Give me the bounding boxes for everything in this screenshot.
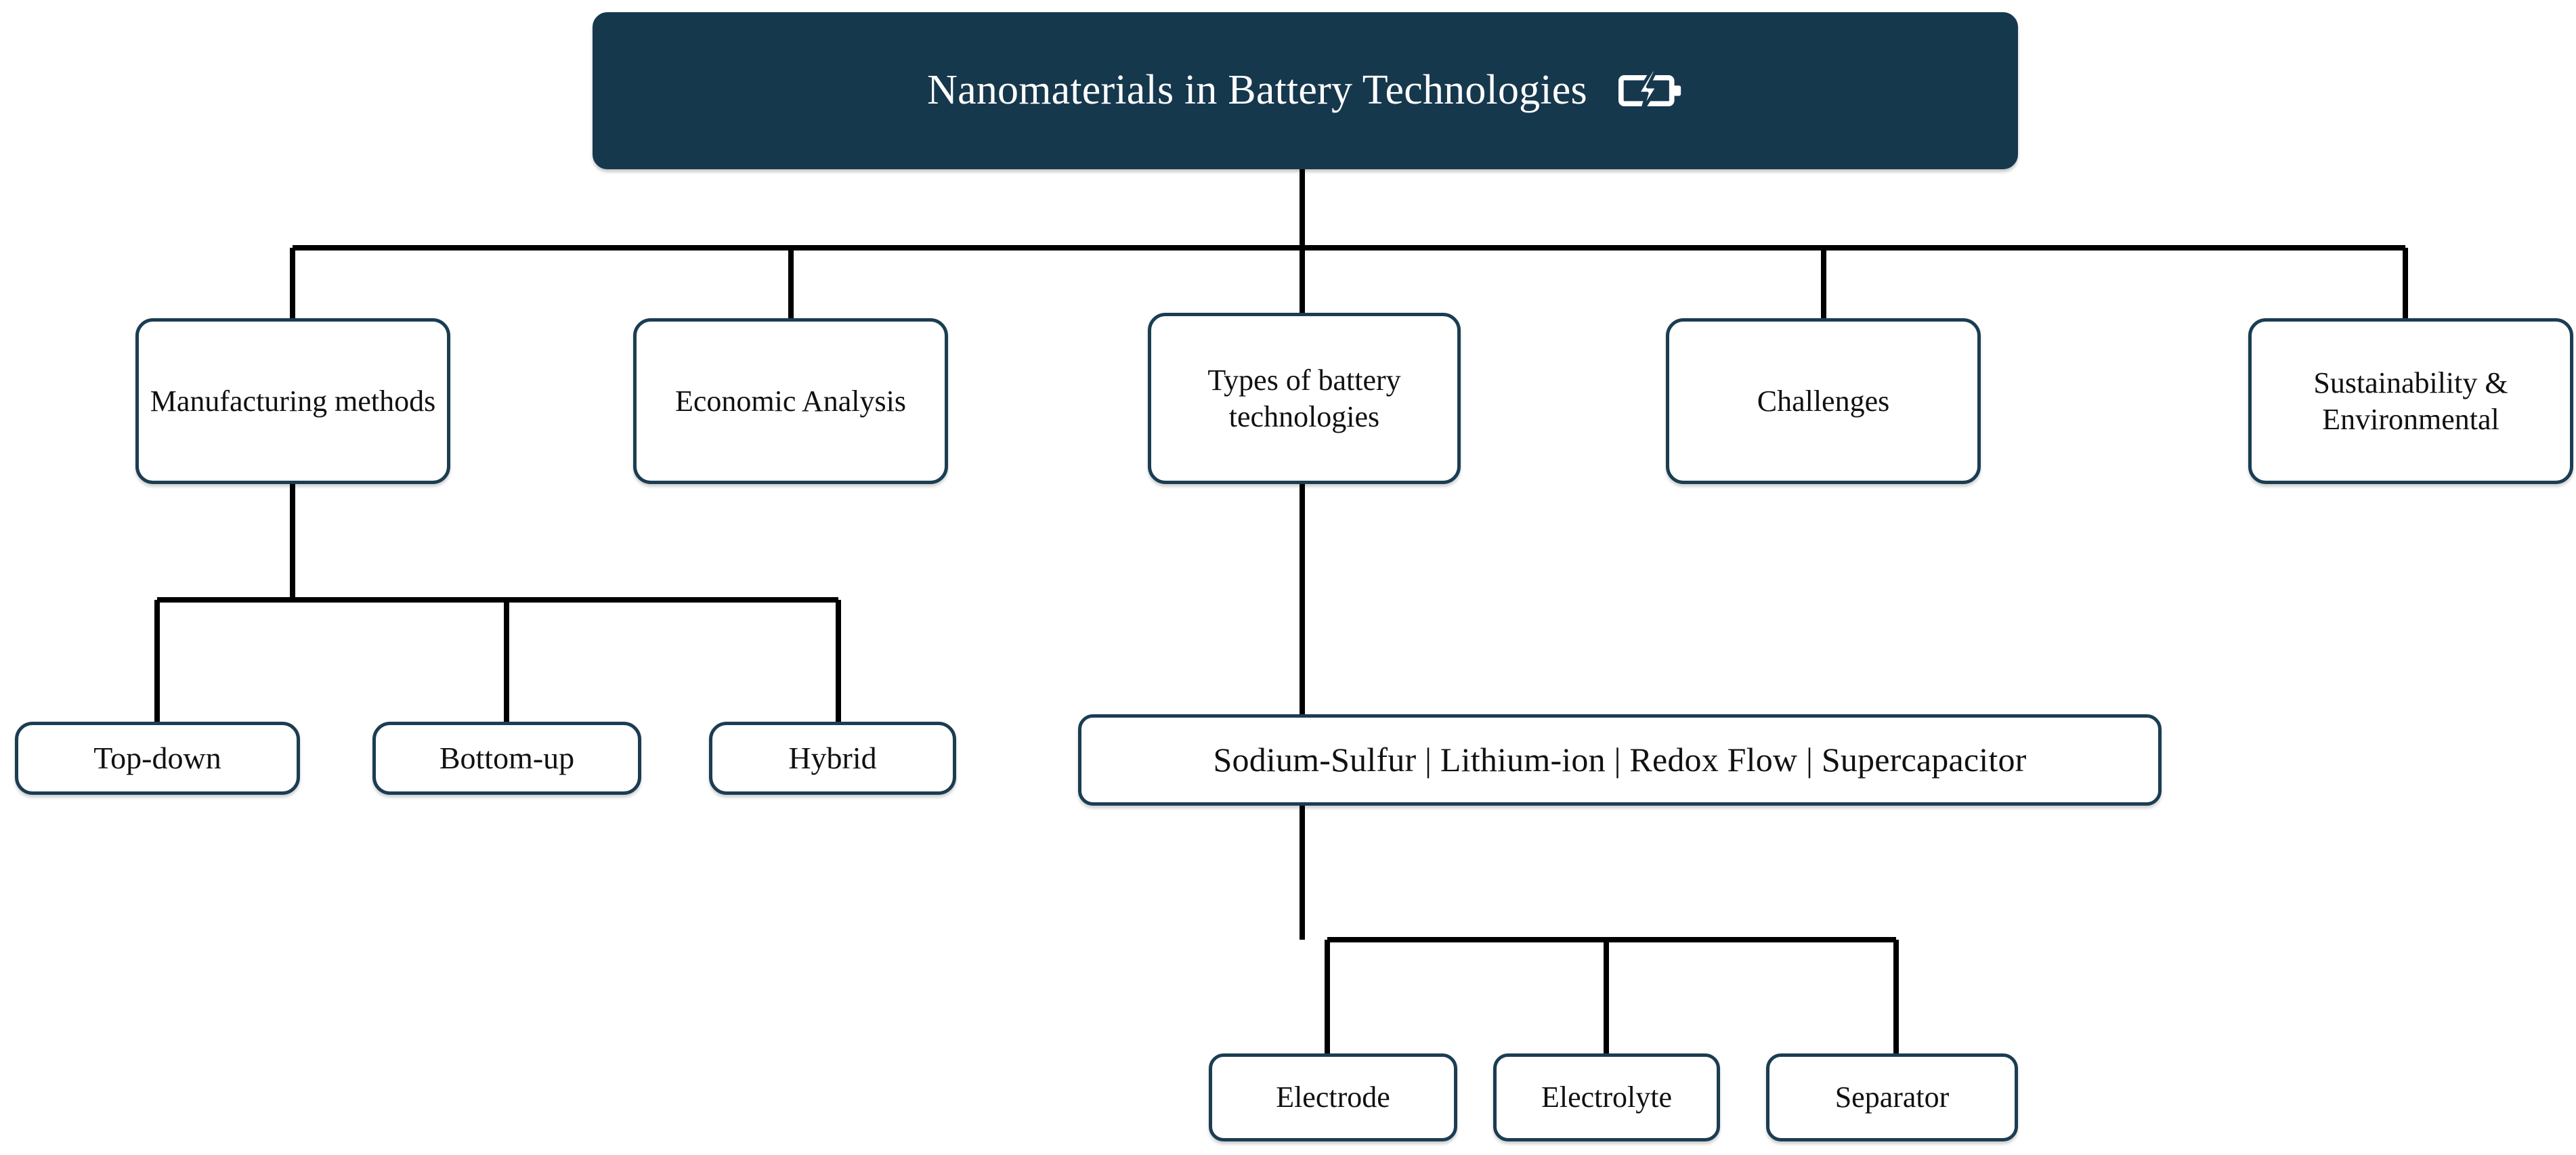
node-bottom-up[interactable]: Bottom-up xyxy=(372,722,641,795)
root-title: Nanomaterials in Battery Technologies xyxy=(927,67,1587,114)
node-label: Economic Analysis xyxy=(675,384,906,418)
node-economic-analysis[interactable]: Economic Analysis xyxy=(633,318,948,484)
node-label: Hybrid xyxy=(788,740,877,775)
node-electrode[interactable]: Electrode xyxy=(1209,1053,1457,1141)
node-hybrid[interactable]: Hybrid xyxy=(709,722,956,795)
node-manufacturing-methods[interactable]: Manufacturing methods xyxy=(135,318,450,484)
node-top-down[interactable]: Top-down xyxy=(15,722,300,795)
node-label: Manufacturing methods xyxy=(150,384,436,418)
node-challenges[interactable]: Challenges xyxy=(1666,318,1981,484)
node-label: Sustainability & Environmental xyxy=(2313,366,2508,436)
node-label: Electrolyte xyxy=(1541,1081,1672,1114)
root-node[interactable]: Nanomaterials in Battery Technologies xyxy=(593,12,2018,169)
node-label: Types of battery technologies xyxy=(1207,363,1401,433)
node-label: Top-down xyxy=(93,740,221,775)
node-label: Electrode xyxy=(1276,1081,1390,1114)
node-label: Bottom-up xyxy=(439,740,575,775)
node-sustainability-environmental[interactable]: Sustainability & Environmental xyxy=(2248,318,2573,484)
node-battery-types-list[interactable]: Sodium-Sulfur | Lithium-ion | Redox Flow… xyxy=(1078,714,2162,806)
battery-charging-icon xyxy=(1618,70,1683,112)
node-electrolyte[interactable]: Electrolyte xyxy=(1493,1053,1720,1141)
node-separator[interactable]: Separator xyxy=(1766,1053,2018,1141)
node-label: Sodium-Sulfur | Lithium-ion | Redox Flow… xyxy=(1213,741,2027,779)
node-label: Separator xyxy=(1834,1081,1950,1114)
node-label: Challenges xyxy=(1757,384,1890,418)
node-types-of-battery-technologies[interactable]: Types of battery technologies xyxy=(1148,313,1461,484)
